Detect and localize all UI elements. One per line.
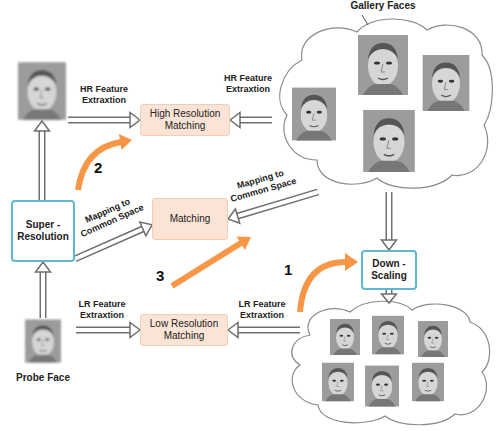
hollow-arrow	[228, 323, 300, 338]
hollow-arrow	[381, 192, 396, 250]
arrow-label: LR Feature Extraxtion	[234, 299, 290, 321]
hollow-arrow	[68, 113, 140, 128]
node-text: Low Resolution Matching	[144, 318, 224, 342]
process-box: Super - Resolution	[11, 200, 75, 262]
hollow-arrow	[76, 322, 140, 337]
arrow-label: LR Feature Extraxtion	[74, 299, 130, 321]
node-text: Super - Resolution	[16, 219, 70, 243]
lr-face	[418, 321, 448, 357]
hollow-arrow	[230, 113, 272, 128]
callout-number: 1	[284, 262, 292, 278]
gallery-cloud-node: Gallery Faces	[272, 0, 494, 192]
sr-face-image	[18, 62, 66, 120]
callout-number: 3	[156, 268, 164, 284]
node-text: Probe Face	[16, 372, 70, 384]
hollow-arrow	[35, 121, 50, 200]
step-arrow	[172, 237, 251, 287]
node-text: Matching	[170, 213, 211, 225]
node-text: Gallery Faces	[350, 0, 415, 12]
lr-face	[330, 319, 360, 355]
matching-box: Low Resolution Matching	[140, 314, 228, 346]
lr-face	[412, 363, 444, 401]
hollow-arrow	[36, 262, 51, 318]
probe-face-node: Probe Face	[10, 318, 76, 384]
node-text: High Resolution Matching	[144, 108, 226, 132]
callout-number: 2	[94, 160, 102, 176]
step-arrow	[78, 134, 132, 190]
step-arrow	[300, 253, 358, 312]
lr-face	[322, 363, 354, 401]
node-text: Down - Scaling	[366, 258, 412, 282]
process-box: Down - Scaling	[361, 250, 417, 290]
hollow-arrow	[382, 290, 397, 303]
matching-box: High Resolution Matching	[140, 104, 230, 136]
arrow-label: HR Feature Extraxtion	[220, 73, 276, 95]
arrow-label: HR Feature Extraxtion	[76, 84, 132, 106]
lr-face	[365, 366, 399, 407]
lr-face	[372, 316, 404, 354]
lr-gallery-cloud	[292, 301, 490, 425]
matching-box: Matching	[152, 198, 228, 240]
gallery-cloud	[272, 0, 494, 192]
